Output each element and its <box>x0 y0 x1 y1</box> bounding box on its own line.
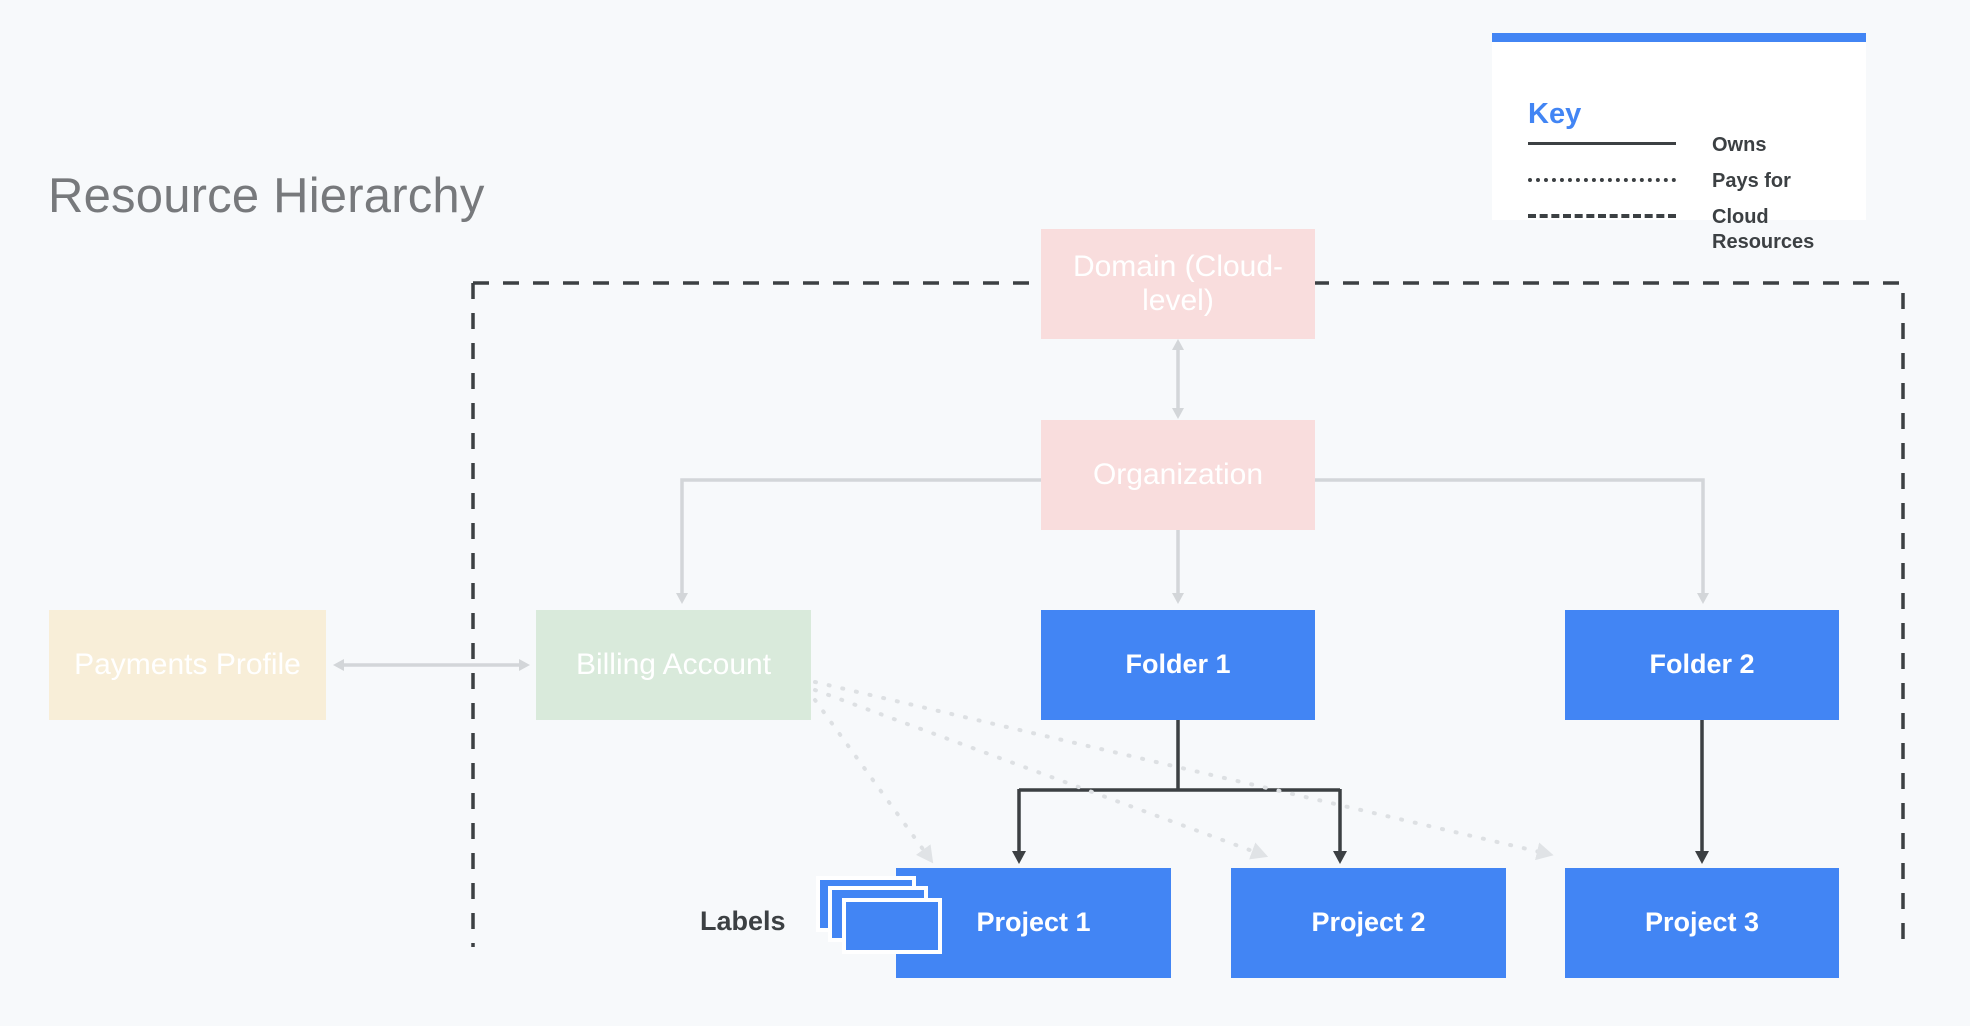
node-organization[interactable]: Organization <box>1041 420 1315 530</box>
key-legend: Key Owns Pays for Cloud Resources <box>1492 33 1866 253</box>
labels-caption: Labels <box>700 906 786 936</box>
key-item-cloud-resources-label: Cloud Resources <box>1712 206 1815 253</box>
edge-organization-billing-account <box>676 478 1041 604</box>
node-billing-account[interactable]: Billing Account <box>536 610 811 720</box>
key-item-pays-for: Pays for <box>1528 169 1848 194</box>
solid-line-icon <box>1528 133 1676 153</box>
node-project-3[interactable]: Project 3 <box>1565 868 1839 978</box>
node-folder-2[interactable]: Folder 2 <box>1565 610 1839 720</box>
page-title: Resource Hierarchy <box>48 169 485 223</box>
dashed-line-icon <box>1528 205 1676 225</box>
layer-sheet-front <box>842 898 942 954</box>
key-title: Key <box>1528 98 1582 130</box>
key-item-owns-label: Owns <box>1712 134 1767 156</box>
edge-billing-account-project1 <box>813 698 934 864</box>
node-project-2[interactable]: Project 2 <box>1231 868 1506 978</box>
node-payments-profile[interactable]: Payments Profile <box>49 610 326 720</box>
key-item-pays-for-label: Pays for <box>1712 170 1791 192</box>
edge-folder1-bus <box>1019 720 1340 792</box>
node-domain[interactable]: Domain (Cloud-level) <box>1041 229 1315 339</box>
edge-organization-folder2 <box>1315 478 1709 604</box>
key-accent-bar <box>1492 33 1866 42</box>
node-folder-1[interactable]: Folder 1 <box>1041 610 1315 720</box>
key-item-cloud-resources: Cloud Resources <box>1528 205 1848 255</box>
dotted-line-icon <box>1528 169 1676 189</box>
key-item-owns: Owns <box>1528 133 1848 158</box>
stacked-layers-icon <box>816 876 946 956</box>
